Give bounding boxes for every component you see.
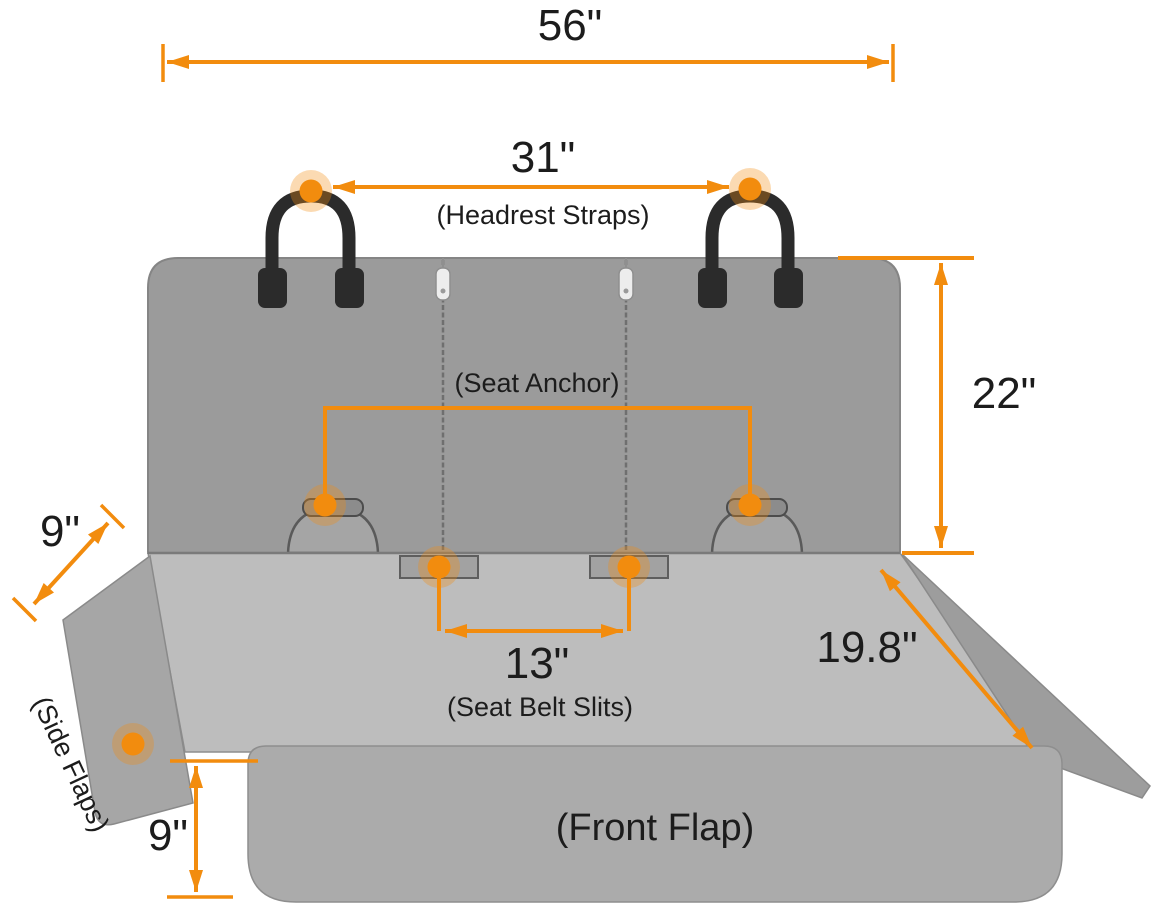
dim-back-height-value: 22" — [972, 369, 1037, 418]
dim-seat-depth-value: 19.8" — [816, 623, 917, 672]
glow-dot-anchor-left-core — [313, 493, 337, 517]
seat-belt-slits-label: (Seat Belt Slits) — [447, 692, 633, 722]
zipper-right-pull-hole — [623, 288, 629, 294]
headrest-strap-left-clip-a — [258, 268, 287, 308]
dim-total-width-value: 56" — [538, 1, 603, 50]
headrest-strap-left-clip-b — [335, 268, 364, 308]
dim-headrest-span-value: 31" — [511, 133, 576, 182]
dim-19-8-arrow — [879, 568, 1034, 750]
dim-belt-slit-span-value: 13" — [505, 639, 570, 688]
headrest-strap-right-clip-a — [698, 268, 727, 308]
dim-front-flap-drop — [167, 759, 258, 899]
dim-belt-slits — [437, 578, 631, 638]
dim-side-flap-width — [11, 503, 126, 623]
side-flap-left-shape — [62, 554, 194, 826]
front-flap-label: (Front Flap) — [556, 807, 754, 849]
glow-dot-strap-left-core — [299, 179, 323, 203]
zipper-right-pull — [618, 267, 634, 301]
dim-front-flap-drop-value: 9" — [148, 811, 188, 860]
seat-anchor-bracket — [323, 406, 752, 500]
dim-total-width — [161, 44, 895, 82]
dim-side-flap-width-value: 9" — [40, 507, 80, 556]
seat-anchor-label: (Seat Anchor) — [454, 368, 619, 398]
glow-dot-slit-right-core — [617, 555, 641, 579]
glow-dot-side-flap-core — [121, 732, 145, 756]
headrest-strap-right-clip-b — [774, 268, 803, 308]
dim-9-side-tick-top — [99, 503, 126, 530]
glow-dot-strap-right-core — [738, 177, 762, 201]
headrest-straps-label: (Headrest Straps) — [436, 200, 649, 230]
glow-dots — [112, 168, 771, 765]
glow-dot-slit-left-core — [427, 555, 451, 579]
dim-9-side-tick-bottom — [11, 596, 38, 623]
glow-dot-anchor-right-core — [738, 493, 762, 517]
dim-9-side-arrow — [32, 521, 110, 606]
zipper-left-pull-hole — [440, 288, 446, 294]
zipper-left-pull — [435, 267, 451, 301]
dim-back-height — [838, 256, 974, 555]
